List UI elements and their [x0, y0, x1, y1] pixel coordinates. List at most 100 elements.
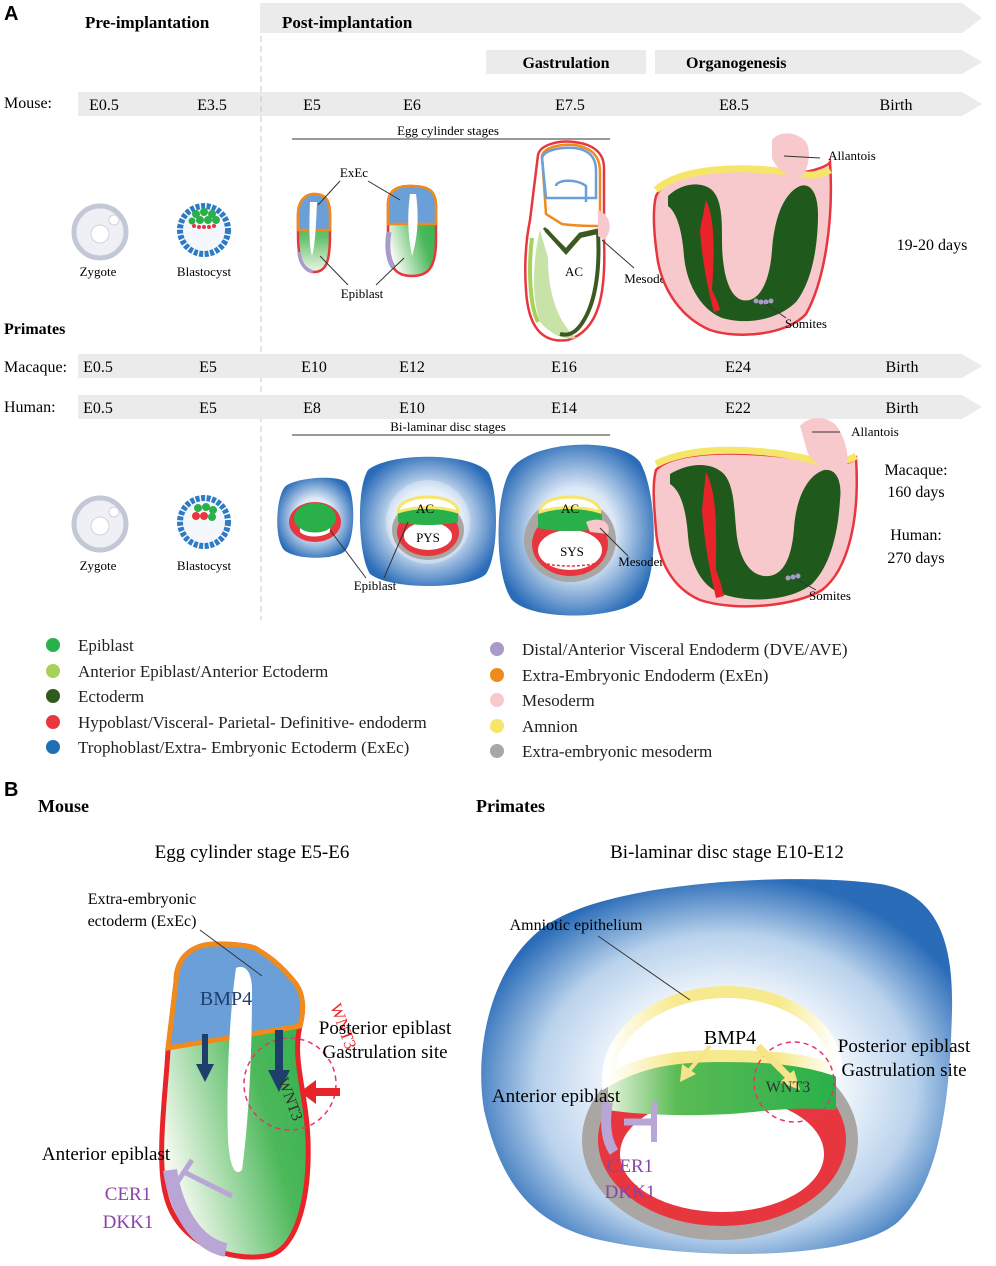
post-implantation-arrow — [260, 3, 982, 33]
epiblast-leader-1 — [319, 255, 349, 286]
mouse-anterior-label: Anterior epiblast — [42, 1144, 171, 1165]
legend-label: Anterior Epiblast/Anterior Ectoderm — [78, 661, 329, 681]
macaque-stage-4: E16 — [551, 359, 577, 376]
primate-bmp4-arrowhead-left — [680, 1064, 696, 1082]
legendRight-item: Amnion — [490, 715, 578, 739]
mouse-allantois-leader — [783, 155, 821, 159]
mouse-blastocyst-label: Blastocyst — [177, 264, 232, 279]
legendRight-item: Mesoderm — [490, 689, 595, 713]
primate-zygote-label: Zygote — [80, 558, 117, 573]
legend-swatch — [490, 693, 504, 708]
human-stage-3: E10 — [399, 400, 425, 417]
mouse-epiblast-label: Epiblast — [341, 286, 384, 301]
primate-bmp4-label: BMP4 — [704, 1027, 756, 1049]
macaque-stage-6: Birth — [886, 359, 919, 376]
legend-swatch — [490, 744, 504, 759]
primate-e10-implant — [359, 456, 496, 586]
human-label: Human: — [4, 399, 56, 416]
primate-pys: PYS — [416, 530, 440, 545]
macaque-stage-2: E10 — [301, 359, 327, 376]
mouse-dkk1-label: DKK1 — [103, 1212, 154, 1233]
legend-right: Distal/Anterior Visceral Endoderm (DVE/A… — [490, 638, 990, 778]
epiblast-leader-2 — [375, 257, 405, 286]
bilaminar-title: Bi-laminar disc stages — [390, 419, 506, 434]
primate-dkk1-label: DKK1 — [605, 1182, 656, 1203]
mouse-cer1-label: CER1 — [105, 1184, 151, 1205]
panel-b: B Mouse Primates Egg cylinder stage E5-E… — [4, 779, 971, 1260]
egg-cylinder-title: Egg cylinder stages — [397, 123, 499, 138]
mouse-exec-label-1: Extra-embryonic — [88, 891, 196, 908]
legendLeft-item: Trophoblast/Extra- Embryonic Ectoderm (E… — [46, 736, 409, 760]
macaque-stage-5: E24 — [725, 359, 751, 376]
primate-bmp4-arrow-left — [686, 1044, 712, 1074]
mouse-somites-leader — [765, 303, 787, 319]
gastrulation-bar — [486, 50, 646, 74]
mouse-zygote — [71, 203, 129, 261]
panel-a: A Pre-implantation Post-implantation Gas… — [4, 3, 982, 620]
primate-e14-implant — [498, 444, 654, 616]
macaque-days-2: 160 days — [887, 484, 944, 501]
mouse-egg-cylinder-large — [159, 941, 337, 1260]
human-stage-4: E14 — [551, 400, 577, 417]
amniotic-leader — [597, 935, 691, 1001]
amniotic-label: Amniotic epithelium — [510, 917, 643, 934]
primate-somites-label: Somites — [809, 588, 851, 603]
primate-bmp4-arrowhead-right — [780, 1070, 800, 1090]
legend-label: Extra-Embryonic Endoderm (ExEn) — [522, 665, 769, 685]
human-days-1: Human: — [890, 527, 942, 544]
mouse-ac-label: AC — [565, 264, 583, 279]
human-stage-5: E22 — [725, 400, 751, 417]
primate-sys: SYS — [560, 544, 584, 559]
exec-leader-1 — [317, 180, 341, 206]
primate-somites-leader — [797, 579, 817, 591]
primate-ac-2: AC — [561, 501, 579, 516]
legend-swatch — [46, 638, 60, 653]
legendRight-item: Distal/Anterior Visceral Endoderm (DVE/A… — [490, 638, 848, 662]
legendLeft-item: Hypoblast/Visceral- Parietal- Definitive… — [46, 711, 427, 735]
legendLeft-item: Anterior Epiblast/Anterior Ectoderm — [46, 660, 328, 684]
mouse-cer1-inhibitor — [182, 1169, 234, 1199]
primate-posterior-1: Posterior epiblast — [838, 1036, 971, 1057]
legend-label: Distal/Anterior Visceral Endoderm (DVE/A… — [522, 640, 848, 659]
phase-pre-implantation: Pre-implantation — [85, 13, 210, 32]
mouse-stage-2: E5 — [303, 97, 321, 114]
legendRight-item: Extra-Embryonic Endoderm (ExEn) — [490, 664, 768, 688]
mouse-exec-b-leader — [199, 929, 263, 977]
mouse-bmp4-label: BMP4 — [200, 988, 252, 1010]
mouse-blastocyst — [177, 203, 231, 257]
organogenesis-arrow — [655, 50, 982, 74]
legend-label: Epiblast — [78, 636, 134, 655]
primate-epiblast-leader-2 — [383, 521, 409, 579]
mouse-e8-5-embryo — [652, 133, 833, 336]
mouse-e5-egg-cylinder — [296, 192, 332, 274]
legend-label: Extra-embryonic mesoderm — [522, 742, 713, 761]
primate-posterior-2: Gastrulation site — [841, 1060, 966, 1081]
phase-organogenesis: Organogenesis — [686, 55, 786, 72]
macaque-days-1: Macaque: — [884, 462, 947, 479]
mouse-cer1-bar — [173, 1158, 195, 1186]
primate-bilaminar-disc-large — [481, 879, 953, 1254]
mouse-exec-label: ExEc — [340, 165, 368, 180]
human-timeline-arrow — [78, 395, 982, 419]
human-stage-2: E8 — [303, 400, 321, 417]
legendLeft-item: Epiblast — [46, 634, 134, 658]
human-stage-0: E0.5 — [83, 400, 113, 417]
primate-mesoderm-leader — [599, 527, 629, 557]
mouse-stage-1: E3.5 — [197, 97, 227, 114]
primate-zygote — [71, 495, 129, 553]
mouse-e7-5-gastrula — [523, 140, 610, 342]
primate-blastocyst-label: Blastocyst — [177, 558, 232, 573]
human-days-2: 270 days — [887, 550, 944, 567]
primate-bmp4-arrow-right — [755, 1043, 791, 1079]
primate-blastocyst — [177, 495, 231, 549]
mouse-stage-6: Birth — [880, 97, 913, 114]
phase-post-implantation: Post-implantation — [282, 13, 413, 32]
human-stage-1: E5 — [199, 400, 217, 417]
primates-heading: Primates — [4, 321, 65, 338]
legend-swatch — [46, 663, 60, 678]
mouse-wnt3-arrowhead — [300, 1080, 316, 1104]
panel-b-primates-heading: Primates — [476, 796, 545, 816]
